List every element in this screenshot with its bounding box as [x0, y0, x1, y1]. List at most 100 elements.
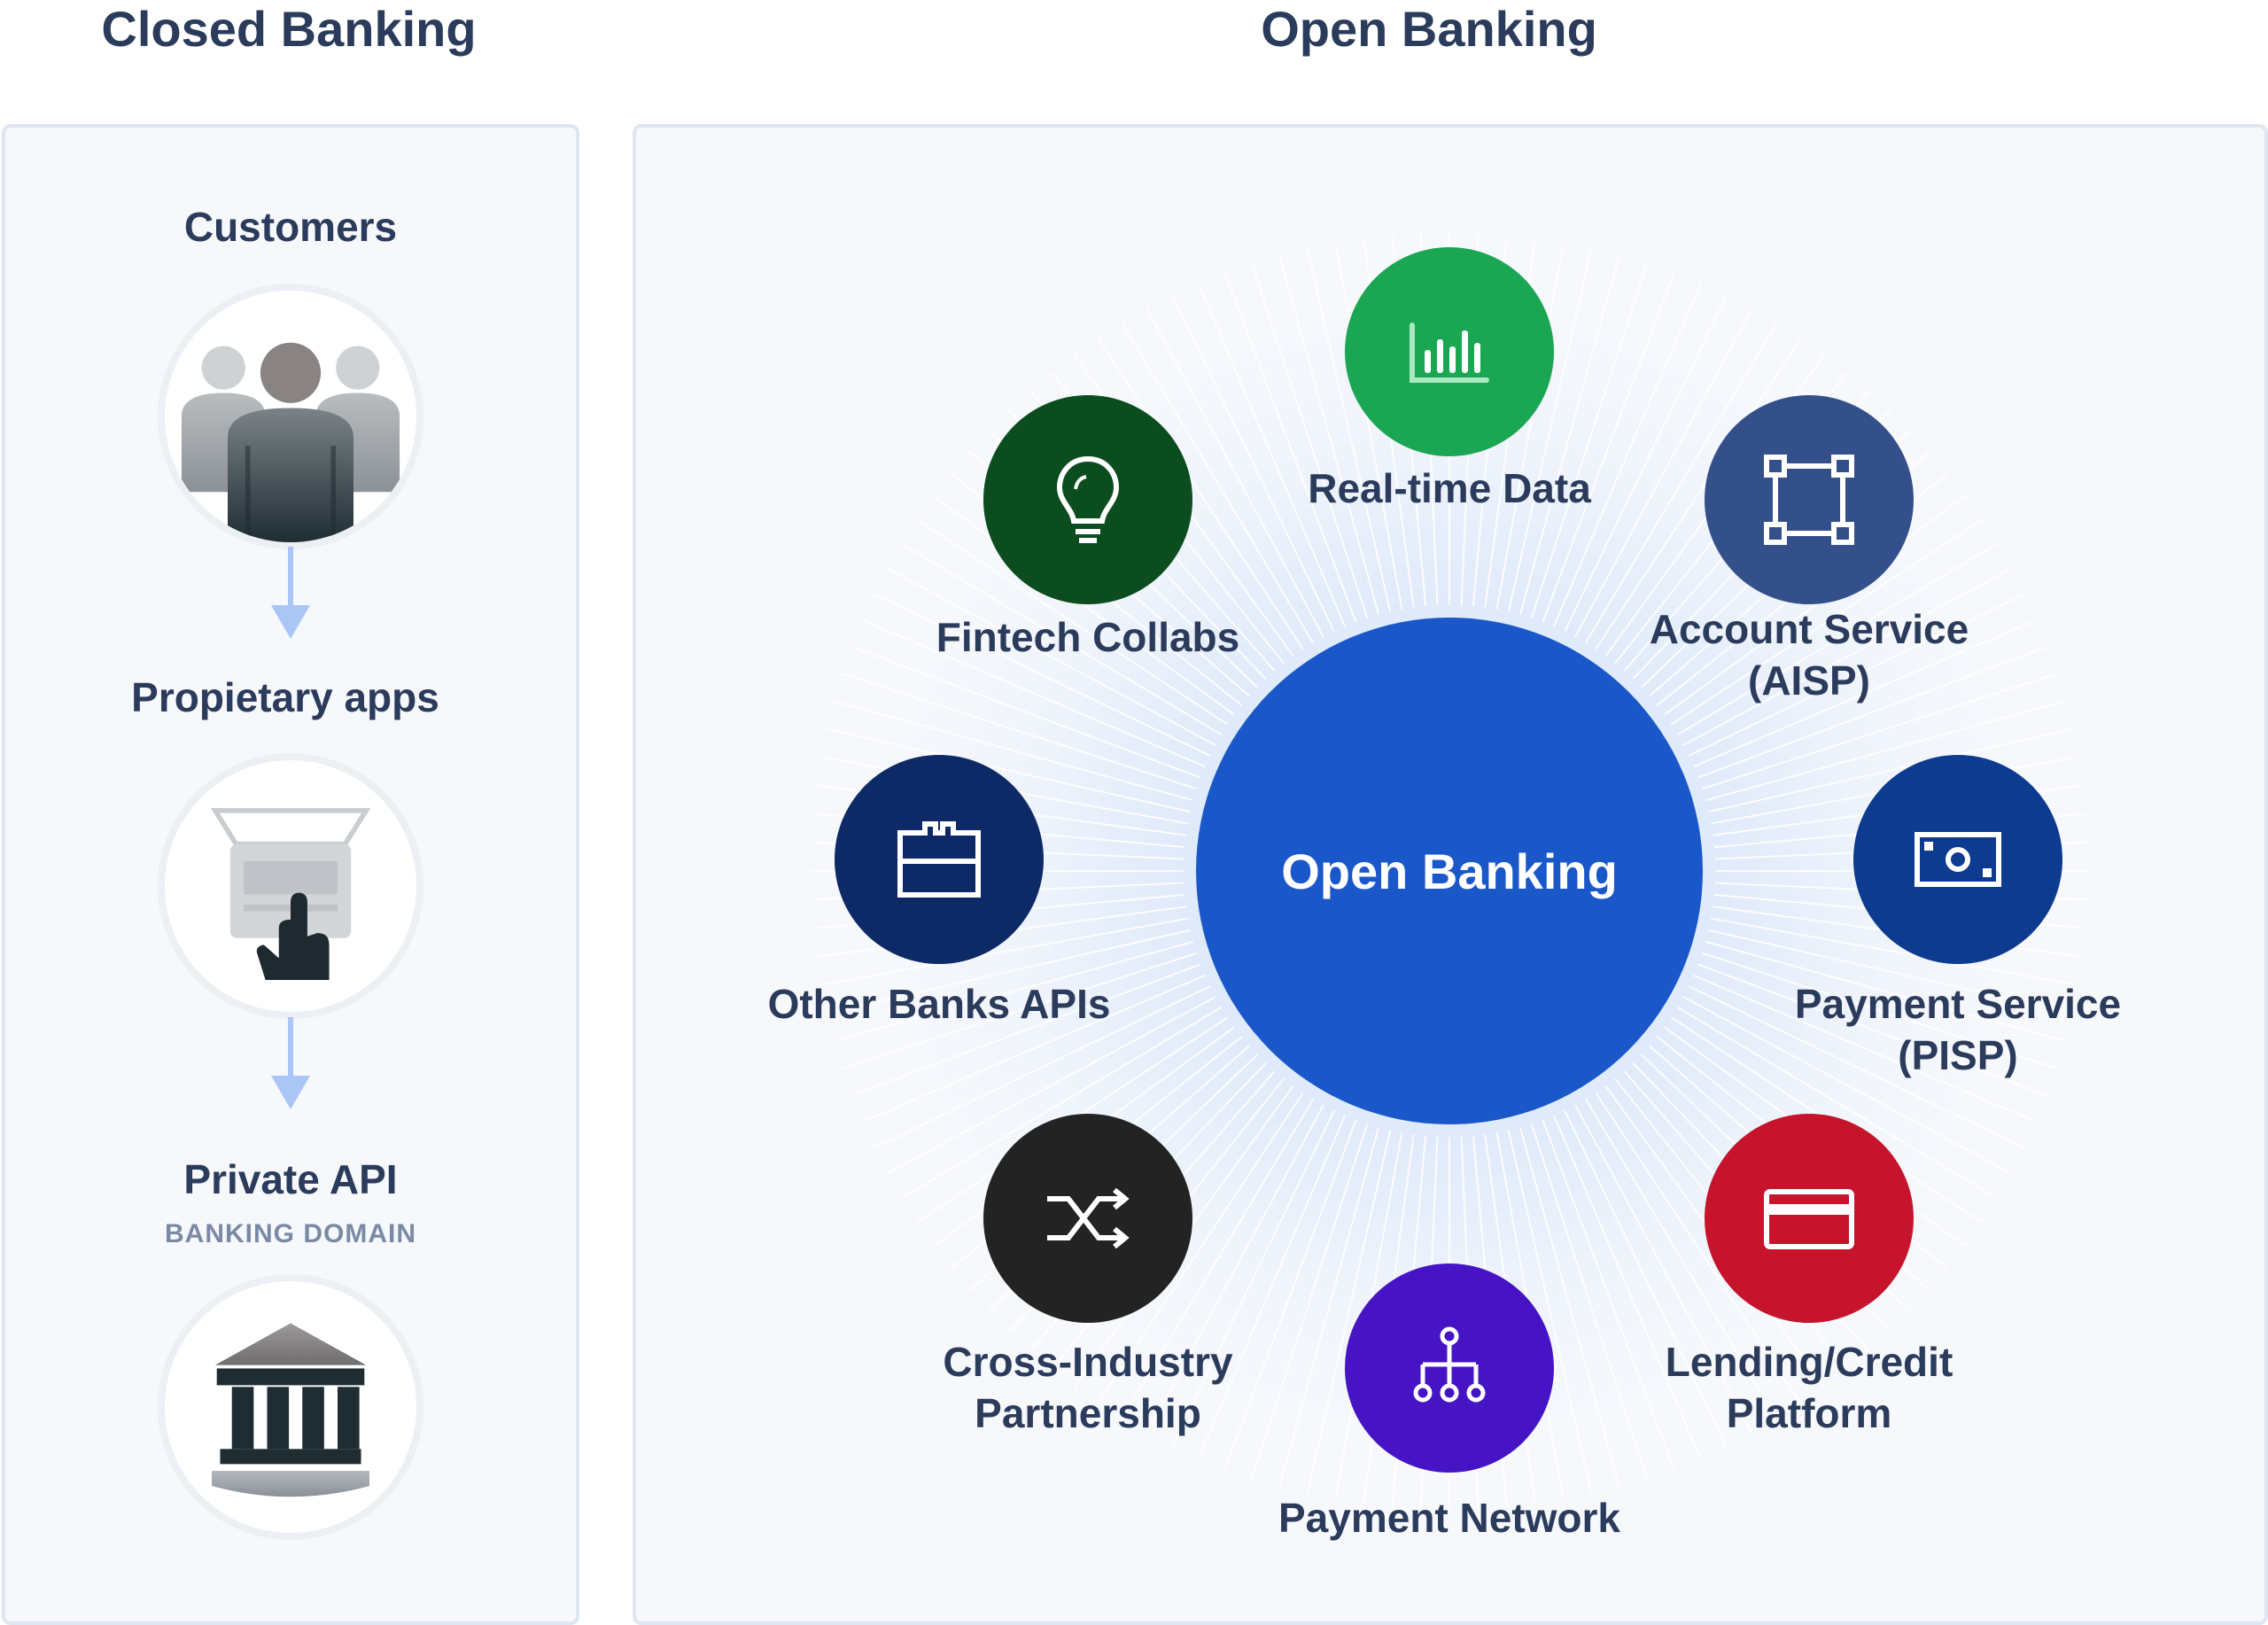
- payment-service-label: Payment Service (PISP): [1794, 981, 2122, 1078]
- burst-ray: [1224, 1119, 1357, 1469]
- square-nodes-icon: [1764, 455, 1854, 545]
- burst-ray: [1708, 727, 2072, 813]
- real-time-data-label: Real-time Data: [1308, 465, 1591, 511]
- burst-ray: [1121, 1099, 1314, 1419]
- burst-ray: [1697, 963, 2047, 1096]
- bank-building-icon: [158, 1274, 423, 1540]
- cross-industry-node: [983, 1114, 1192, 1323]
- burst-ray: [1198, 284, 1347, 627]
- laptop-touch-icon: [158, 753, 423, 1019]
- burst-ray: [1693, 619, 2037, 768]
- burst-ray: [1306, 248, 1392, 612]
- burst-ray: [1677, 1007, 1998, 1200]
- burst-ray: [1198, 1115, 1347, 1458]
- burst-ray: [1705, 940, 2065, 1042]
- burst-ray: [901, 542, 1222, 735]
- flow-arrow-down: [271, 1017, 310, 1109]
- fintech-collabs-node: [983, 395, 1192, 604]
- payment-service-node: [1853, 755, 2062, 964]
- burst-ray: [1682, 996, 2012, 1175]
- burst-ray: [1574, 308, 1753, 638]
- burst-ray: [1224, 273, 1357, 623]
- burst-ray: [887, 567, 1216, 746]
- proprietary-apps-label: Propietary apps: [131, 674, 439, 720]
- hub-label: Open Banking: [1281, 843, 1618, 899]
- burst-ray: [901, 1007, 1222, 1200]
- burst-ray: [862, 974, 1206, 1123]
- burst-ray: [1564, 1109, 1728, 1447]
- burst-ray: [1507, 1130, 1593, 1494]
- burst-ray: [1530, 263, 1648, 618]
- burst-ray: [1708, 929, 2072, 1015]
- burst-ray: [1495, 243, 1565, 610]
- cross-industry-label: Cross-Industry Partnership: [943, 1339, 1233, 1436]
- fintech-collabs-label: Fintech Collabs: [936, 614, 1240, 660]
- network-tree-icon: [1413, 1326, 1486, 1403]
- burst-ray: [1585, 323, 1778, 643]
- burst-ray: [1697, 646, 2047, 779]
- burst-ray: [1711, 917, 2078, 986]
- burst-ray: [1542, 1119, 1674, 1469]
- burst-ray: [851, 963, 1201, 1096]
- other-banks-apis-node: [835, 755, 1044, 964]
- other-banks-apis-label: Other Banks APIs: [767, 981, 1111, 1027]
- burst-ray: [1542, 273, 1674, 623]
- customers-label: Customers: [183, 204, 398, 250]
- burst-ray: [1670, 518, 1983, 726]
- burst-ray: [1693, 974, 2037, 1123]
- burst-ray: [1585, 1099, 1778, 1419]
- real-time-data-node: [1345, 247, 1554, 456]
- burst-ray: [1518, 255, 1620, 616]
- burst-ray: [1507, 248, 1593, 612]
- burst-ray: [874, 985, 1211, 1149]
- lending-credit-label: Lending/Credit Platform: [1665, 1339, 1953, 1436]
- burst-ray: [1097, 1092, 1304, 1404]
- shuffle-icon: [1047, 1187, 1130, 1249]
- burst-ray: [1705, 700, 2065, 802]
- burst-ray: [1677, 542, 1998, 735]
- burst-ray: [1251, 263, 1369, 618]
- burst-ray: [834, 700, 1194, 802]
- burst-ray: [1146, 308, 1324, 638]
- burst-ray: [1564, 295, 1728, 633]
- closed-banking-heading: Closed Banking: [101, 1, 477, 57]
- burst-ray: [1146, 1104, 1324, 1434]
- burst-ray: [1278, 1126, 1380, 1487]
- burst-ray: [827, 727, 1191, 813]
- burst-ray: [1702, 952, 2057, 1069]
- cash-icon: [1915, 832, 2001, 887]
- account-service-label: Account Service (AISP): [1649, 606, 1969, 704]
- burst-ray: [842, 952, 1197, 1069]
- payment-network-node: [1345, 1263, 1554, 1473]
- burst-ray: [1682, 567, 2012, 746]
- burst-ray: [1306, 1130, 1392, 1494]
- burst-ray: [1595, 1092, 1802, 1404]
- burst-ray: [1688, 985, 2025, 1149]
- flow-arrow-down: [271, 547, 310, 639]
- burst-ray: [1097, 338, 1304, 650]
- burst-ray: [1552, 284, 1701, 627]
- burst-ray: [916, 518, 1229, 726]
- burst-ray: [932, 494, 1235, 716]
- bank-block-icon: [897, 821, 981, 898]
- burst-ray: [1530, 1124, 1648, 1479]
- burst-ray: [842, 673, 1197, 790]
- burst-ray: [1664, 494, 1967, 716]
- open-banking-panel: Open Banking Real-time Data Account Serv…: [633, 124, 2268, 1625]
- burst-ray: [1171, 1109, 1335, 1447]
- open-banking-hub: Open Banking: [1196, 618, 1703, 1124]
- burst-ray: [1518, 1126, 1620, 1487]
- burst-ray: [851, 646, 1201, 779]
- burst-ray: [1334, 243, 1403, 610]
- burst-ray: [1278, 255, 1380, 616]
- lightbulb-icon: [1056, 455, 1120, 543]
- burst-ray: [1688, 593, 2025, 757]
- open-banking-heading: Open Banking: [1261, 1, 1597, 57]
- burst-ray: [1121, 323, 1314, 643]
- burst-ray: [1595, 338, 1802, 650]
- closed-banking-panel: Customers Propietary apps: [2, 124, 579, 1625]
- private-api-label: Private API: [183, 1156, 398, 1202]
- burst-ray: [1552, 1115, 1701, 1458]
- burst-ray: [834, 940, 1194, 1042]
- bar-chart-icon: [1410, 323, 1489, 383]
